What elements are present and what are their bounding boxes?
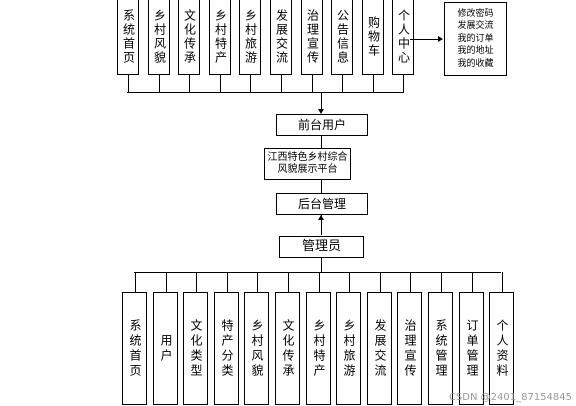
admin-node: 管理员 bbox=[279, 236, 364, 258]
connector bbox=[312, 75, 313, 92]
connector bbox=[220, 75, 221, 92]
admin-module-label: 个人资料 bbox=[495, 318, 509, 379]
front-user-node: 前台用户 bbox=[276, 114, 368, 136]
top-module-box: 乡村特产 bbox=[209, 0, 231, 75]
admin-module-label: 治理宣传 bbox=[403, 318, 417, 379]
admin-module-box: 订单管理 bbox=[459, 292, 484, 405]
connector bbox=[373, 75, 374, 92]
top-module-box: 乡村旅游 bbox=[239, 0, 261, 75]
admin-module-box: 治理宣传 bbox=[397, 292, 422, 405]
top-module-label: 乡村特产 bbox=[213, 9, 228, 65]
connector bbox=[166, 272, 167, 292]
admin-module-label: 系统管理 bbox=[434, 318, 448, 379]
connector bbox=[321, 258, 322, 272]
top-module-box: 乡村风貌 bbox=[148, 0, 170, 75]
admin-label: 管理员 bbox=[301, 239, 341, 254]
connector bbox=[403, 75, 404, 92]
connector bbox=[189, 75, 190, 92]
admin-module-box: 特产分类 bbox=[214, 292, 239, 405]
admin-module-box: 系统首页 bbox=[122, 292, 147, 405]
connector bbox=[288, 272, 289, 292]
connector bbox=[196, 272, 197, 292]
admin-module-label: 特产分类 bbox=[220, 318, 234, 379]
connector bbox=[321, 180, 322, 193]
top-module-label: 乡村风貌 bbox=[152, 9, 167, 65]
admin-module-box: 个人资料 bbox=[489, 292, 514, 405]
connector bbox=[319, 272, 320, 292]
admin-module-box: 用户 bbox=[153, 292, 178, 405]
platform-node: 江西特色乡村综合风貌展示平台 bbox=[264, 148, 351, 180]
top-module-label: 文化传承 bbox=[182, 9, 197, 65]
admin-module-label: 乡村风貌 bbox=[250, 318, 264, 379]
admin-module-box: 乡村旅游 bbox=[336, 292, 361, 405]
connector bbox=[128, 75, 129, 92]
admin-module-box: 系统管理 bbox=[428, 292, 453, 405]
top-module-label: 系统首页 bbox=[121, 9, 136, 65]
admin-module-label: 文化类型 bbox=[189, 318, 203, 379]
admin-module-label: 发展交流 bbox=[373, 318, 387, 379]
submenu-item: 修改密码 bbox=[457, 8, 494, 19]
personal-center-submenu: 修改密码 发展交流 我的订单 我的地址 我的收藏 bbox=[444, 2, 507, 76]
admin-module-box: 乡村风貌 bbox=[244, 292, 269, 405]
top-module-box: 公告信息 bbox=[331, 0, 353, 75]
submenu-item: 我的收藏 bbox=[457, 58, 494, 69]
connector bbox=[127, 92, 404, 93]
admin-module-box: 发展交流 bbox=[367, 292, 392, 405]
watermark: CSDN @2401_87154845 bbox=[448, 392, 572, 403]
admin-module-box: 文化类型 bbox=[183, 292, 208, 405]
top-module-box: 系统首页 bbox=[117, 0, 139, 75]
top-module-label: 发展交流 bbox=[274, 9, 289, 65]
top-module-label: 治理宣传 bbox=[305, 9, 320, 65]
connector bbox=[380, 272, 381, 292]
top-module-box: 购物车 bbox=[362, 0, 384, 75]
connector bbox=[342, 75, 343, 92]
connector bbox=[321, 136, 322, 148]
arrow-up bbox=[318, 215, 324, 220]
connector bbox=[349, 272, 350, 292]
back-admin-node: 后台管理 bbox=[276, 193, 368, 215]
connector bbox=[134, 272, 501, 273]
admin-module-label: 文化传承 bbox=[281, 318, 295, 379]
top-module-box: 发展交流 bbox=[270, 0, 292, 75]
connector bbox=[159, 75, 160, 92]
connector bbox=[472, 272, 473, 292]
platform-label: 江西特色乡村综合风貌展示平台 bbox=[267, 152, 348, 175]
admin-module-box: 乡村特产 bbox=[306, 292, 331, 405]
submenu-item: 发展交流 bbox=[457, 21, 494, 32]
admin-module-box: 文化传承 bbox=[275, 292, 300, 405]
connector bbox=[502, 272, 503, 292]
top-module-label: 公告信息 bbox=[335, 9, 350, 65]
top-module-label: 乡村旅游 bbox=[243, 9, 258, 65]
submenu-item: 我的地址 bbox=[457, 46, 494, 57]
front-user-label: 前台用户 bbox=[297, 118, 346, 132]
arrow-down bbox=[318, 109, 324, 114]
top-module-box: 个人中心 bbox=[392, 0, 414, 75]
admin-module-label: 用户 bbox=[159, 333, 173, 364]
connector bbox=[441, 272, 442, 292]
admin-module-label: 乡村旅游 bbox=[342, 318, 356, 379]
top-module-box: 文化传承 bbox=[178, 0, 200, 75]
admin-module-label: 订单管理 bbox=[465, 318, 479, 379]
connector bbox=[321, 215, 322, 235]
top-module-label: 购物车 bbox=[366, 16, 381, 58]
connector bbox=[410, 39, 439, 40]
top-module-label: 个人中心 bbox=[396, 9, 411, 65]
arrow-right bbox=[438, 36, 443, 42]
admin-module-label: 系统首页 bbox=[128, 318, 142, 379]
top-module-box: 治理宣传 bbox=[301, 0, 323, 75]
connector bbox=[135, 272, 136, 292]
back-admin-label: 后台管理 bbox=[297, 197, 346, 211]
connector bbox=[227, 272, 228, 292]
connector bbox=[321, 92, 322, 110]
connector bbox=[410, 272, 411, 292]
submenu-item: 我的订单 bbox=[457, 33, 494, 44]
connector bbox=[257, 272, 258, 292]
connector bbox=[250, 75, 251, 92]
admin-module-label: 乡村特产 bbox=[312, 318, 326, 379]
connector bbox=[281, 75, 282, 92]
